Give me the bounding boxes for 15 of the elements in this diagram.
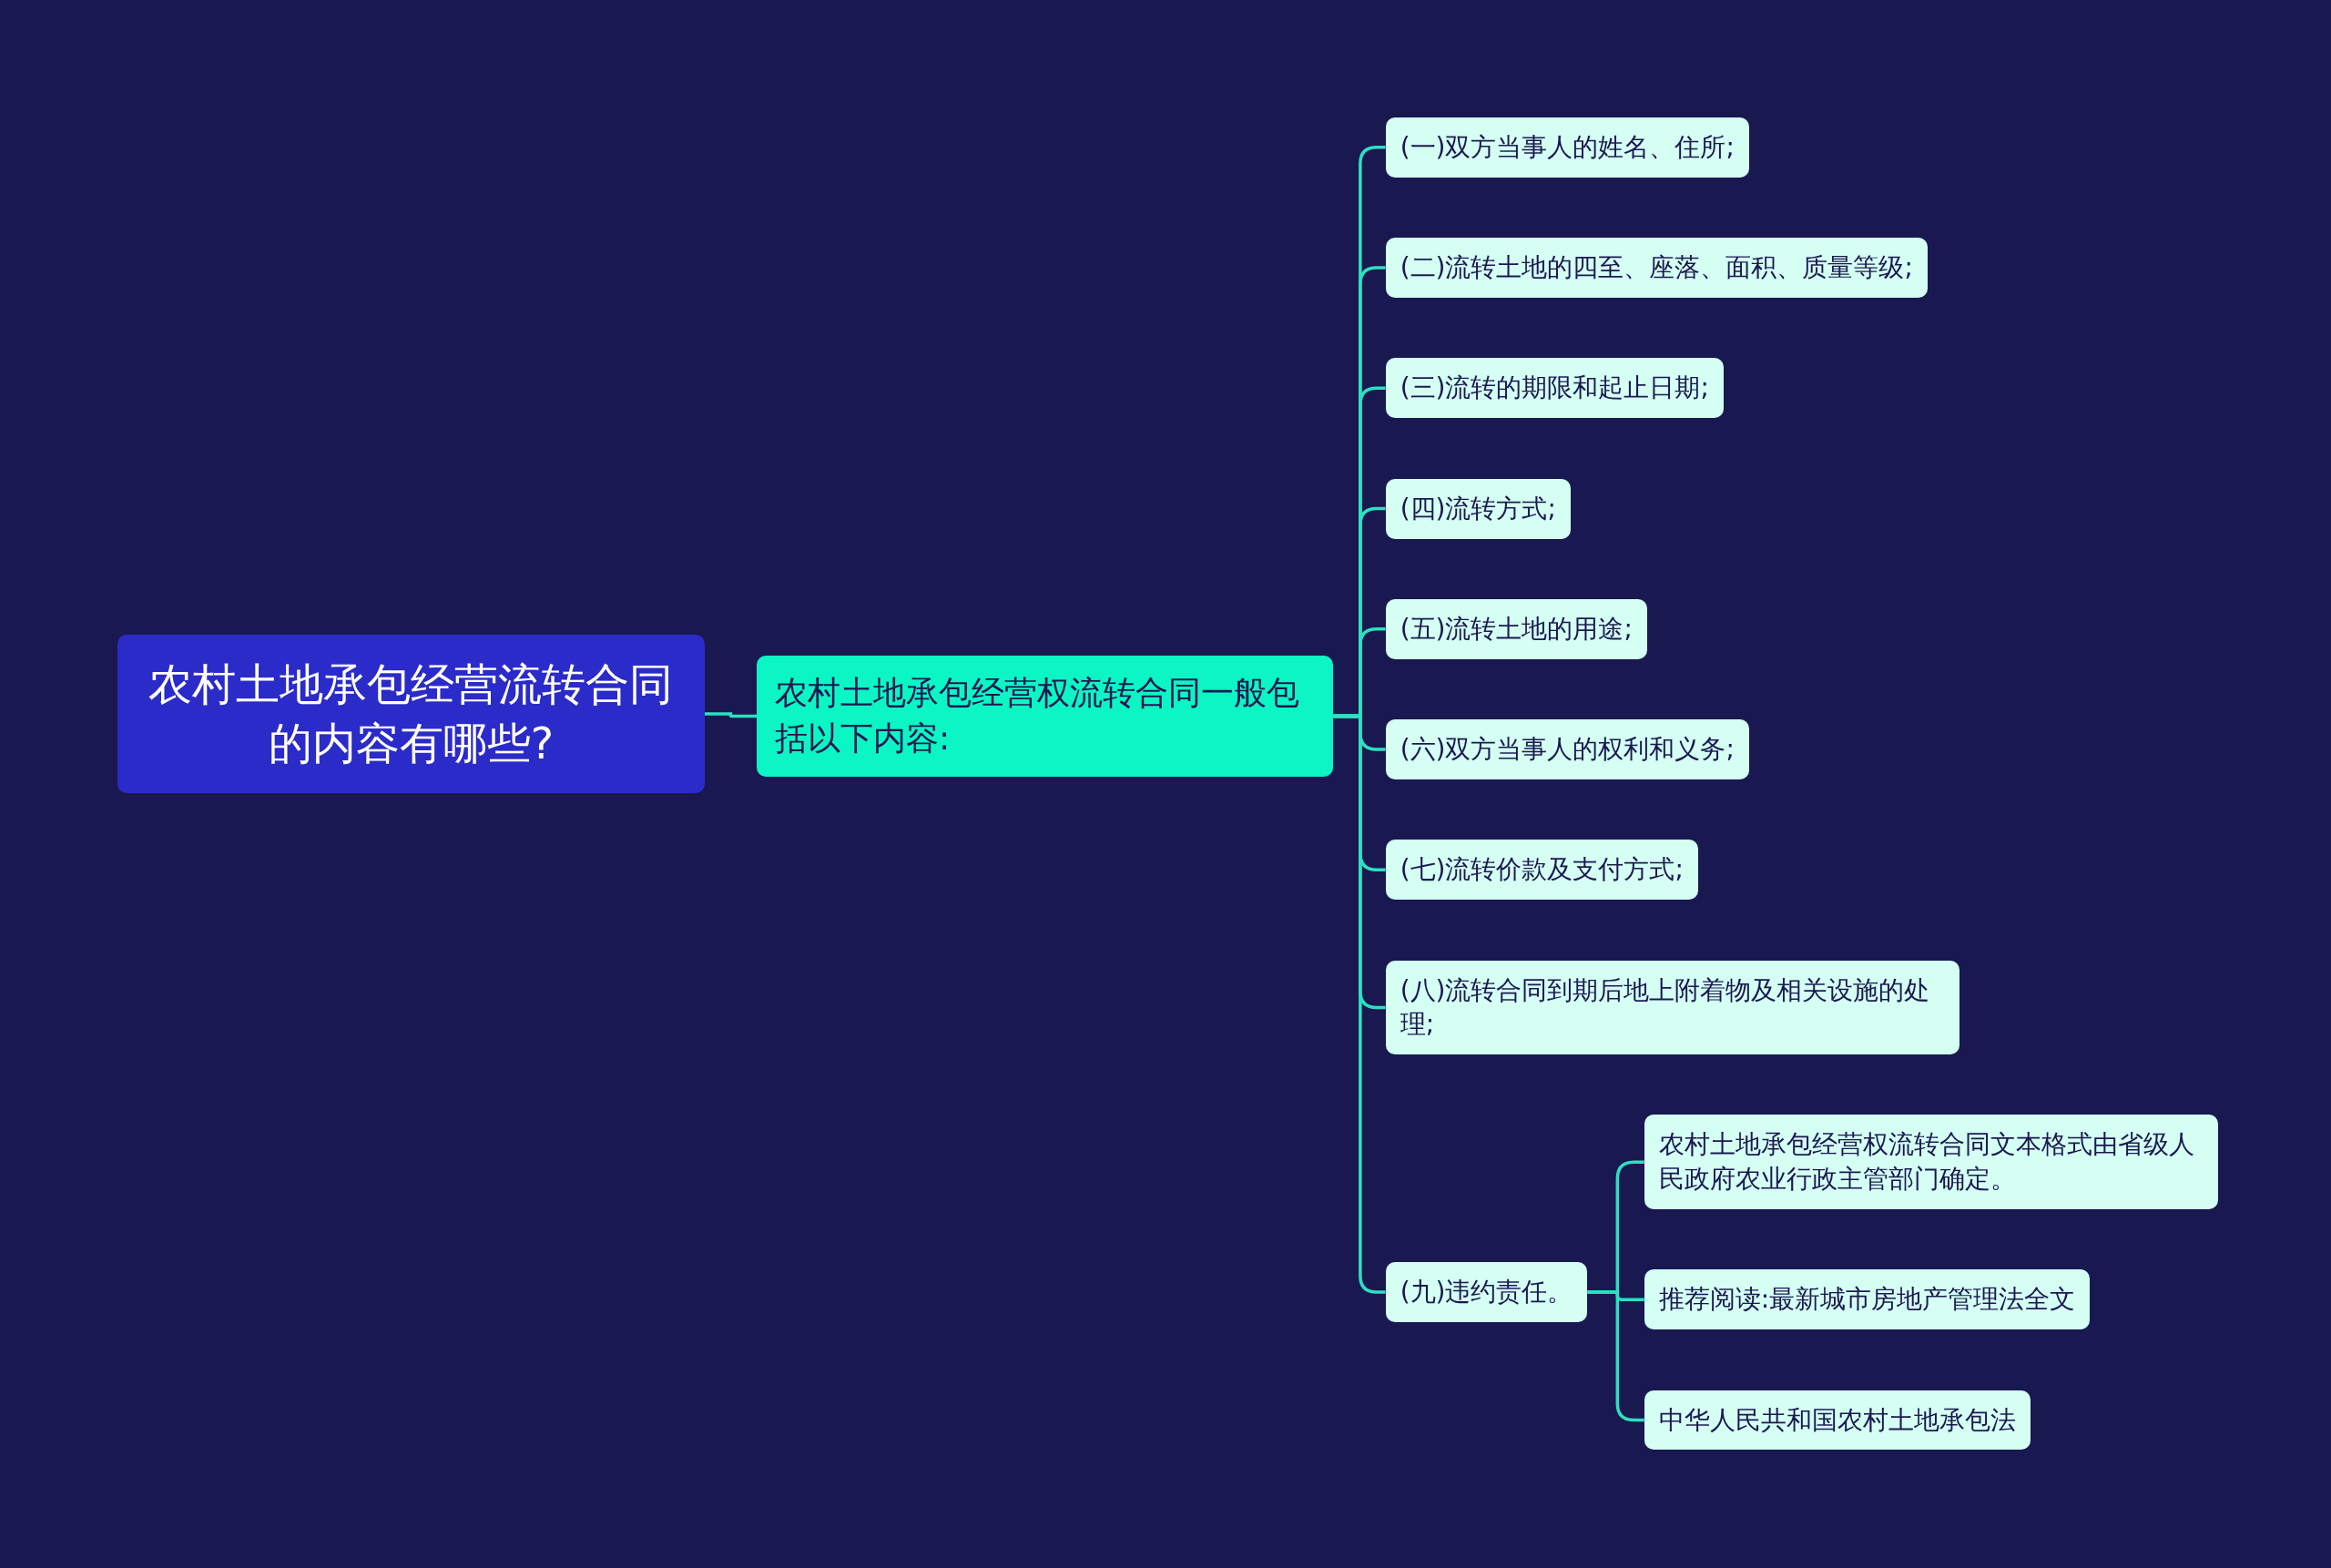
item-box: (一)双方当事人的姓名、住所; bbox=[1385, 117, 1749, 178]
item-box: (二)流转土地的四至、座落、面积、质量等级; bbox=[1385, 238, 1928, 298]
item-box: (四)流转方式; bbox=[1385, 478, 1571, 539]
topic-box: 农村土地承包经营流转合同的内容有哪些? bbox=[117, 635, 705, 793]
item-box: (三)流转的期限和起止日期; bbox=[1385, 358, 1724, 419]
item-box: (五)流转土地的用途; bbox=[1385, 598, 1647, 659]
item-box: (八)流转合同到期后地上附着物及相关设施的处理; bbox=[1385, 960, 1959, 1055]
item-box: 推荐阅读:最新城市房地产管理法全文 bbox=[1644, 1269, 2091, 1330]
item-box: 中华人民共和国农村土地承包法 bbox=[1644, 1390, 2031, 1451]
item-box: (九)违约责任。 bbox=[1385, 1262, 1588, 1322]
item-box: (七)流转价款及支付方式; bbox=[1385, 840, 1698, 901]
subtopic-box: 农村土地承包经营权流转合同一般包括以下内容: bbox=[757, 656, 1334, 777]
item-box: 农村土地承包经营权流转合同文本格式由省级人民政府农业行政主管部门确定。 bbox=[1644, 1115, 2218, 1210]
item-box: (六)双方当事人的权利和义务; bbox=[1385, 719, 1749, 779]
connector bbox=[704, 712, 757, 718]
